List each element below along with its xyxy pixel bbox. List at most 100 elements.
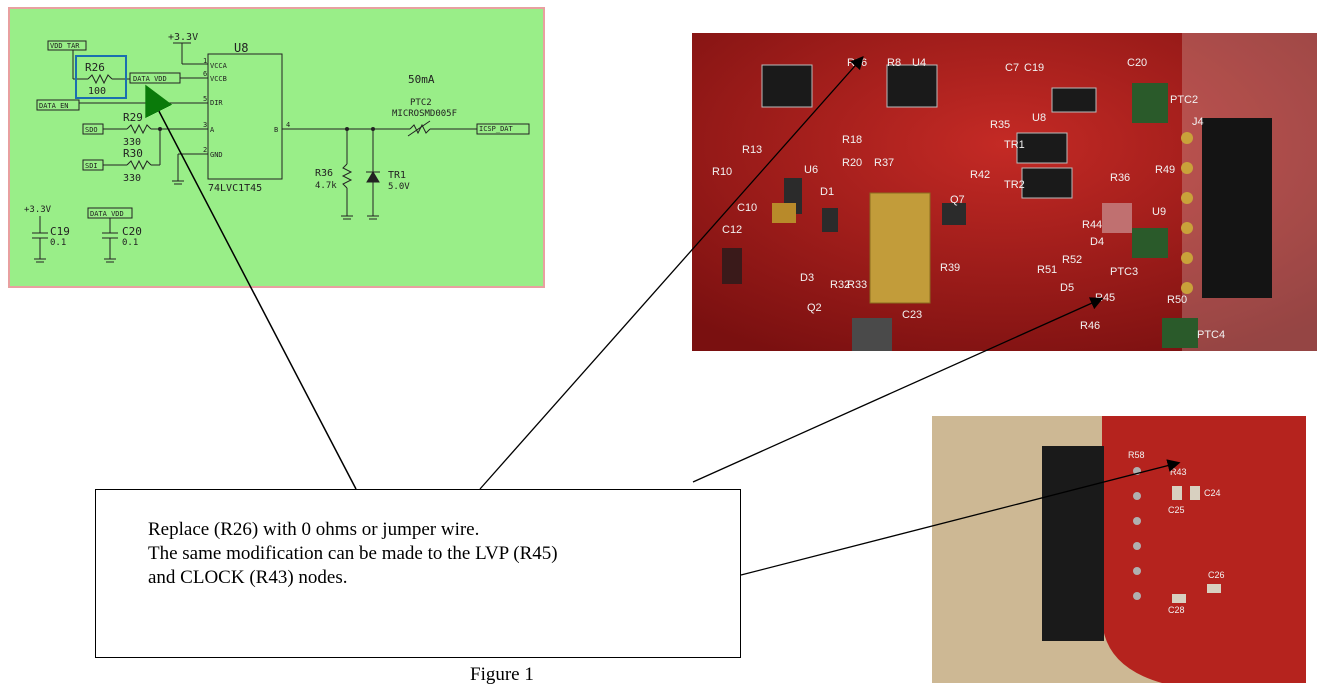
pcb-label-r49: R49 (1155, 164, 1175, 176)
pcb-label-c19: C19 (1024, 62, 1044, 74)
pcb-label-r26: R26 (847, 57, 867, 69)
callout-box: Replace (R26) with 0 ohms or jumper wire… (95, 489, 741, 658)
vccb-pin: VCCB (210, 75, 227, 83)
callout-line-1: Replace (R26) with 0 ohms or jumper wire… (148, 519, 480, 540)
vdd-tar-label: VDD_TAR (50, 42, 80, 50)
pcb-photo-top: R26 C19 C20 U8 U4 R8 C7 PTC2 TR1 TR2 R36… (692, 33, 1317, 351)
pcb-label-tr2: TR2 (1004, 179, 1025, 191)
c20-label: C20 (122, 225, 142, 238)
pcb-label-ptc2: PTC2 (1170, 94, 1198, 106)
pcb-label-r35: R35 (990, 119, 1010, 131)
sdo-label: SDO (85, 126, 98, 134)
pcb-label-r50: R50 (1167, 294, 1187, 306)
pcb-label-j4: J4 (1192, 116, 1204, 128)
pcb-label-d4: D4 (1090, 236, 1104, 248)
tr1-label: TR1 (388, 170, 406, 181)
pcb-label-q2: Q2 (807, 302, 822, 314)
c19-value: 0.1 (50, 238, 66, 248)
pcb-label-u8: U8 (1032, 112, 1046, 124)
dir-pin: DIR (210, 99, 223, 107)
pcb-label-q7: Q7 (950, 194, 965, 206)
pcb-photo-bottom: R58 R43 C25 C24 C26 C28 (932, 416, 1306, 683)
icsp-dat-label: ICSP_DAT (479, 125, 514, 133)
pcb-label-c7: C7 (1005, 62, 1019, 74)
pcb-label-r8: R8 (887, 57, 901, 69)
pin-6: 6 (203, 70, 207, 78)
pcb-label-c23: C23 (902, 309, 922, 321)
r36-label: R36 (315, 168, 333, 179)
gnd-pin: GND (210, 151, 223, 159)
pin-2: 2 (203, 146, 207, 154)
pcb-label-c26: C26 (1208, 570, 1225, 580)
pcb-label-r51: R51 (1037, 264, 1057, 276)
u8-part: 74LVC1T45 (208, 183, 262, 194)
pcb-label-c12: C12 (722, 224, 742, 236)
vcc-top-label: +3.3V (168, 32, 198, 43)
pcb-label-r13: R13 (742, 144, 762, 156)
pcb-label-r37: R37 (874, 157, 894, 169)
pin-5: 5 (203, 95, 207, 103)
pcb-label-u4: U4 (912, 57, 926, 69)
ptc2-label: PTC2 (410, 98, 432, 108)
schematic-panel: VDD_TAR R26 100 DATA_VDD DATA_EN SDO SDI… (8, 7, 545, 288)
pcb-label-d5: D5 (1060, 282, 1074, 294)
u8-chip (207, 53, 283, 180)
pcb-label-c10: C10 (737, 202, 757, 214)
ptc2-part: MICROSMD005F (392, 109, 457, 119)
pcb-label-ptc3: PTC3 (1110, 266, 1138, 278)
pcb-label-r33: R33 (847, 279, 867, 291)
pcb-label-ptc4: PTC4 (1197, 329, 1225, 341)
r36-value: 4.7k (315, 181, 337, 191)
pcb-label-r45: R45 (1095, 292, 1115, 304)
r30-label: R30 (123, 147, 143, 160)
pcb-label-r10: R10 (712, 166, 732, 178)
u8-label: U8 (234, 41, 248, 55)
pcb-label-r43: R43 (1170, 467, 1187, 477)
data-vdd-label: DATA_VDD (133, 75, 167, 83)
r30-value: 330 (123, 173, 141, 184)
pin-3: 3 (203, 121, 207, 129)
figure-caption: Figure 1 (470, 664, 534, 685)
r26-highlight-box (75, 55, 127, 99)
pcb-label-d3: D3 (800, 272, 814, 284)
pcb-label-c25: C25 (1168, 505, 1185, 515)
pin-4: 4 (286, 121, 290, 129)
pcb-label-d1: D1 (820, 186, 834, 198)
pcb-label-c24: C24 (1204, 488, 1221, 498)
c19-vcc-label: +3.3V (24, 205, 52, 215)
c19-label: C19 (50, 225, 70, 238)
pcb-label-r46: R46 (1080, 320, 1100, 332)
pcb-label-u9: U9 (1152, 206, 1166, 218)
callout-line-3: and CLOCK (R43) nodes. (148, 567, 348, 588)
tr1-value: 5.0V (388, 182, 410, 192)
pcb-label-tr1: TR1 (1004, 139, 1025, 151)
pcb-label-r36: R36 (1110, 172, 1130, 184)
pcb-label-c28: C28 (1168, 605, 1185, 615)
r26-label: R26 (85, 61, 105, 74)
schematic-diagram: VDD_TAR R26 100 DATA_VDD DATA_EN SDO SDI… (24, 32, 530, 263)
vdd-tar-tag (47, 40, 87, 51)
pcb-label-u6: U6 (804, 164, 818, 176)
a-pin: A (210, 126, 215, 134)
data-en-label: DATA_EN (39, 102, 69, 110)
pcb-top-drawing: R26 C19 C20 U8 U4 R8 C7 PTC2 TR1 TR2 R36… (692, 33, 1317, 351)
r29-label: R29 (123, 111, 143, 124)
pcb-label-c20: C20 (1127, 57, 1147, 69)
r29-value: 330 (123, 137, 141, 148)
pcb-label-r18: R18 (842, 134, 862, 146)
c20-net-label: DATA_VDD (90, 210, 124, 218)
callout-line-2: The same modification can be made to the… (148, 543, 558, 564)
c20-value: 0.1 (122, 238, 138, 248)
pcb-label-r42: R42 (970, 169, 990, 181)
pcb-bottom-drawing: R58 R43 C25 C24 C26 C28 (932, 416, 1306, 683)
b-pin: B (274, 126, 278, 134)
pcb-label-r20: R20 (842, 157, 862, 169)
vcca-pin: VCCA (210, 62, 228, 70)
pin-1: 1 (203, 57, 207, 65)
r26-value: 100 (88, 86, 106, 97)
pcb-label-r44: R44 (1082, 219, 1102, 231)
current-rating: 50mA (408, 73, 435, 86)
pcb-label-r39: R39 (940, 262, 960, 274)
pcb-label-r52: R52 (1062, 254, 1082, 266)
pcb-label-r58: R58 (1128, 450, 1145, 460)
